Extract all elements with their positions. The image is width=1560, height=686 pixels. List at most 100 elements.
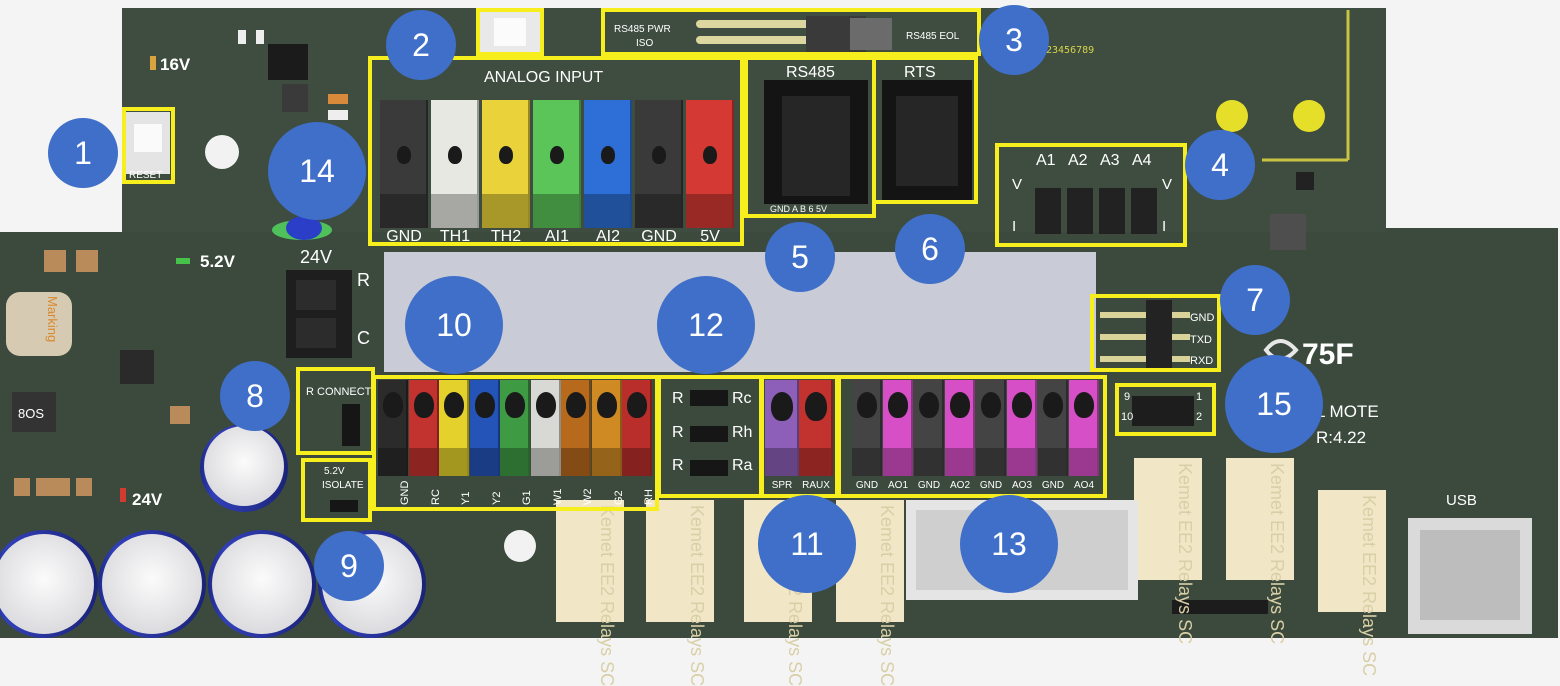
analog-output-terminal-base-0: [852, 448, 880, 476]
header-gnd-label: GND: [1190, 312, 1215, 324]
analog-label-5: GND: [641, 228, 677, 245]
thermostat-terminal-slot-8: [627, 392, 647, 418]
thermostat-terminal-0: [378, 380, 408, 476]
analog-output-terminal-0: [852, 380, 882, 476]
analog-output-terminal-slot-4: [981, 392, 1001, 418]
analog-output-terminal-slot-7: [1074, 392, 1094, 418]
voltage-label-16v: 16V: [160, 55, 191, 74]
voltage-label-24v: 24V: [132, 490, 163, 509]
analog-output-terminal-base-2: [914, 448, 942, 476]
header-2x5-highlight: [1115, 383, 1216, 436]
callout-badge-7: 7: [1220, 265, 1290, 335]
mote-label: L MOTE: [1316, 402, 1379, 421]
terminal-c-label: C: [357, 328, 370, 348]
analog-terminal-4: [584, 100, 632, 228]
button-2-highlight: [476, 8, 544, 56]
jumper-rc-label: Rc: [732, 390, 752, 407]
analog-terminal-base-2: [482, 194, 528, 228]
spr-raux-terminal-slot-1: [805, 392, 827, 421]
analog-terminal-slot-4: [601, 146, 615, 165]
thermostat-terminal-slot-2: [444, 392, 464, 418]
v-right-label: V: [1162, 176, 1173, 193]
callout-badge-4: 4: [1185, 130, 1255, 200]
callout-badge-12: 12: [657, 276, 755, 374]
thermostat-terminal-slot-4: [505, 392, 525, 418]
analog-label-1: TH1: [439, 228, 471, 245]
i-right-label: I: [1162, 218, 1167, 235]
voltage-label-24v-terminal: 24V: [300, 247, 333, 267]
rs485-jumpers-highlight: [601, 8, 981, 56]
serial-number-label: 23456789: [1046, 45, 1095, 56]
thermostat-terminal-base-5: [530, 448, 559, 476]
analog-output-terminal-slot-5: [1012, 392, 1032, 418]
analog-output-label-5: AO3: [1011, 480, 1033, 491]
analog-output-terminal-2: [914, 380, 944, 476]
analog-terminal-2: [482, 100, 530, 228]
analog-terminal-slot-5: [652, 146, 666, 165]
relay-5-label: Kemet EE2 Relays SC: [1175, 463, 1195, 645]
version-label: R:4.22: [1316, 428, 1367, 447]
spr-raux-terminal-0: [765, 380, 799, 476]
rts-label: RTS: [904, 64, 936, 81]
pin10-label: 10: [1121, 411, 1134, 423]
thermostat-terminal-1: [408, 380, 439, 476]
analog-output-terminal-base-7: [1069, 448, 1097, 476]
thermostat-label-7: G2: [612, 490, 625, 505]
thermostat-label-4: G1: [521, 490, 533, 505]
thermostat-terminal-7: [591, 380, 622, 476]
thermostat-terminal-6: [561, 380, 591, 476]
terminal-r-label: R: [357, 270, 370, 290]
spr-raux-terminal-1: [799, 380, 833, 476]
relay-6-label: Kemet EE2 Relays SC: [1267, 463, 1287, 645]
analog-output-label-6: GND: [1041, 480, 1065, 491]
analog-output-terminal-4: [976, 380, 1006, 476]
spr-raux-terminal-slot-0: [771, 392, 793, 421]
spr-raux-terminal-base-1: [799, 448, 831, 476]
brand-logo-text: 75F: [1302, 338, 1354, 371]
rs485-pwr-label: RS485 PWR: [614, 24, 671, 35]
analog-label-3: AI1: [544, 228, 570, 245]
callout-badge-14: 14: [268, 122, 366, 220]
relay-2-label: Kemet EE2 Relays SC: [687, 505, 707, 686]
rs485-pin-labels: GND A B 6 5V: [770, 204, 828, 214]
thermostat-terminal-base-8: [622, 448, 650, 476]
thermostat-terminal-8: [622, 380, 652, 476]
thermostat-terminal-base-3: [469, 448, 498, 476]
thermostat-terminal-base-4: [500, 448, 528, 476]
thermostat-terminal-slot-3: [474, 392, 495, 418]
jumper-r1-label: R: [672, 390, 684, 407]
analog-output-highlight: [837, 375, 1107, 498]
thermostat-label-5: W1: [551, 488, 564, 506]
buzzer-marking-label: Marking: [45, 296, 60, 343]
thermostat-terminal-slot-5: [535, 392, 556, 418]
thermostat-terminal-5: [530, 380, 561, 476]
analog-output-terminal-slot-3: [950, 392, 970, 418]
voltage-label-5v2: 5.2V: [200, 252, 235, 271]
thermostat-label-8: RH: [643, 489, 655, 505]
analog-terminal-slot-6: [703, 146, 717, 165]
spr-raux-label-1: RAUX: [802, 480, 830, 491]
analog-output-terminal-base-3: [945, 448, 973, 476]
spr-raux-terminal-base-0: [765, 448, 797, 476]
analog-output-terminal-6: [1038, 380, 1068, 476]
analog-output-label-4: GND: [979, 480, 1003, 491]
analog-terminal-3: [533, 100, 581, 228]
r-connect-highlight: [296, 367, 375, 455]
analog-output-terminal-7: [1069, 380, 1099, 476]
relay-jumpers-highlight: [657, 375, 763, 498]
analog-output-label-7: AO4: [1073, 480, 1095, 491]
pin2-label: 2: [1196, 411, 1203, 423]
analog-output-label-2: GND: [917, 480, 941, 491]
analog-output-terminal-base-4: [976, 448, 1004, 476]
jumper-r2-label: R: [672, 424, 684, 441]
callout-badge-9: 9: [314, 531, 384, 601]
thermostat-label-2: Y1: [460, 491, 472, 505]
jumper-r3-label: R: [672, 457, 684, 474]
analog-input-highlight: [368, 56, 744, 246]
analog-output-terminal-slot-1: [888, 392, 908, 418]
analog-terminal-6: [686, 100, 734, 228]
iso-label: ISO: [636, 38, 654, 49]
isolate-label: ISOLATE: [322, 480, 364, 491]
rs485-eol-label: RS485 EOL: [906, 31, 960, 42]
board-photo: 16V RESET 5.2V 24V 24V R C RS485 PWR ISO…: [0, 5, 1558, 686]
